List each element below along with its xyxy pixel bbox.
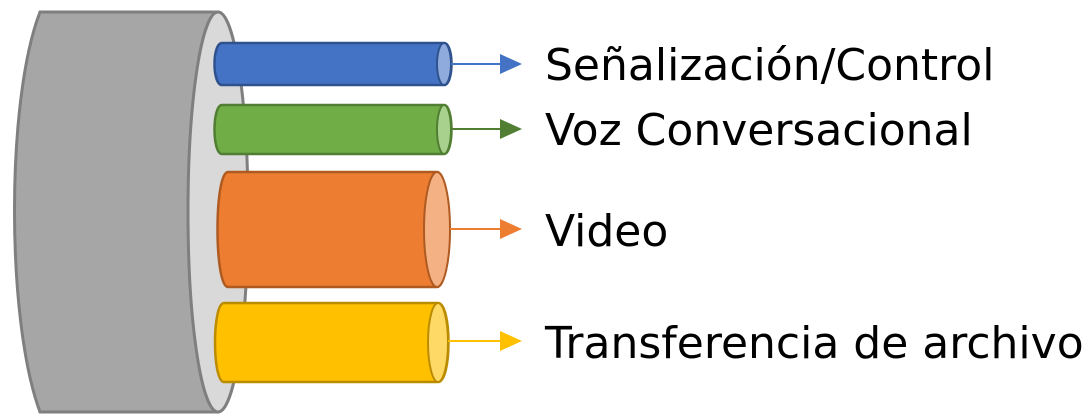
channel-video-cap (423, 171, 451, 288)
channel-file-transfer-arrowhead (500, 331, 522, 351)
channel-signaling-label: Señalización/Control (545, 40, 994, 91)
channel-voice-arrowhead (500, 119, 522, 139)
channel-voice-cap (436, 104, 452, 155)
channel-video-label: Video (545, 206, 668, 257)
channel-signaling-cylinder (213, 41, 453, 87)
channel-voice-label: Voz Conversacional (545, 105, 973, 156)
channel-video-arrowhead (500, 219, 522, 239)
channel-file-transfer-label: Transferencia de archivos (544, 318, 1086, 369)
channel-file-transfer-cylinder (213, 301, 450, 384)
channel-file-transfer: Transferencia de archivos (213, 301, 1086, 384)
channel-signaling: Señalización/Control (213, 40, 994, 91)
channel-voice-cylinder (213, 103, 453, 156)
channel-voice: Voz Conversacional (213, 103, 973, 156)
cable (13, 10, 250, 414)
channel-video: Video (216, 170, 668, 289)
channel-signaling-cap (436, 42, 452, 86)
channel-video-cylinder (216, 170, 450, 289)
channel-signaling-arrowhead (500, 54, 522, 74)
channel-file-transfer-cap (427, 302, 449, 383)
